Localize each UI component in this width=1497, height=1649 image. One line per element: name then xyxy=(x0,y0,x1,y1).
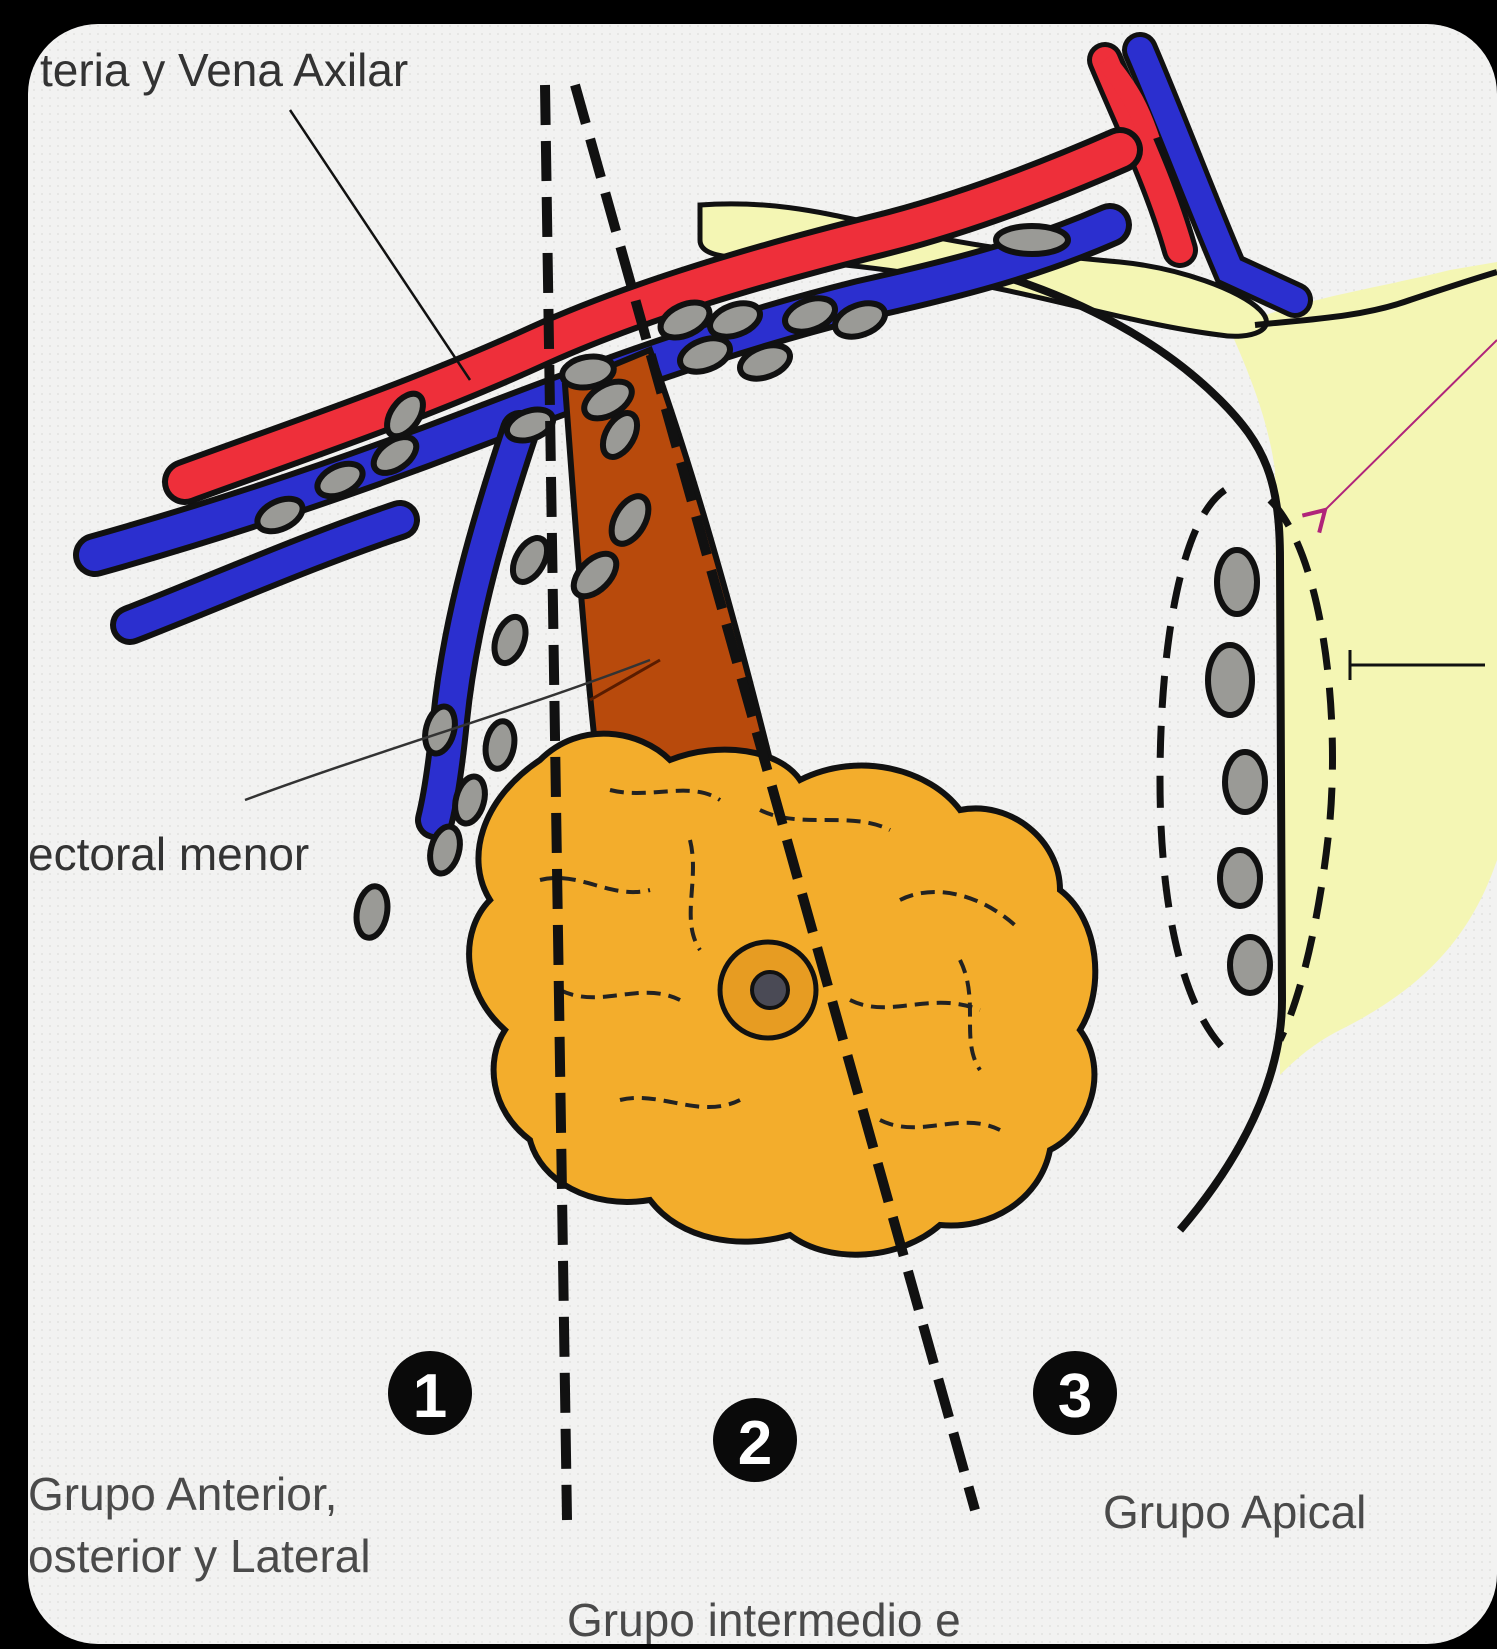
label-muscle: ectoral menor xyxy=(28,828,309,880)
level-marker-1: 1 xyxy=(388,1351,472,1435)
label-group-anterior-line1: Grupo Anterior, xyxy=(28,1468,337,1520)
nipple xyxy=(752,972,788,1008)
label-group-anterior-line2: osterior y Lateral xyxy=(28,1530,371,1582)
level-marker-3: 3 xyxy=(1033,1351,1117,1435)
label-group-apical: Grupo Apical xyxy=(1103,1486,1366,1538)
svg-text:2: 2 xyxy=(738,1409,772,1478)
label-group-intermediate: Grupo intermedio e xyxy=(567,1594,961,1644)
label-vessels: teria y Vena Axilar xyxy=(40,44,408,96)
svg-text:1: 1 xyxy=(413,1362,447,1431)
level-marker-2: 2 xyxy=(713,1398,797,1482)
svg-text:3: 3 xyxy=(1058,1362,1092,1431)
